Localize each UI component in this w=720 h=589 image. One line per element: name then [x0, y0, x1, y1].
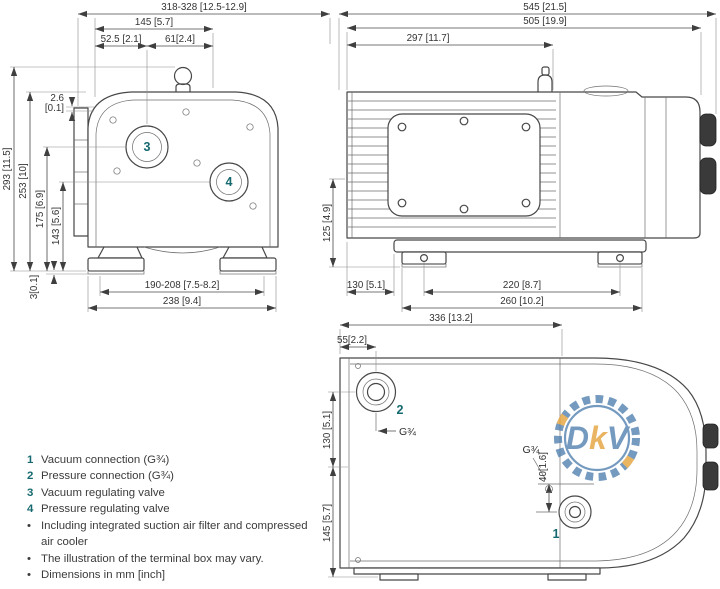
legend-note-units: • Dimensions in mm [inch] — [27, 567, 309, 583]
vacuum-connection-port — [558, 495, 592, 529]
legend-number: 3 — [27, 486, 34, 499]
side-view-dimensions: 545 [21.5] 505 [19.9] 297 [11.7] 125 [4.… — [322, 2, 717, 312]
foot-right — [222, 246, 268, 259]
front-view — [73, 66, 279, 275]
watermark-text: DkV — [566, 420, 631, 456]
dim-260: 260 [10.2] — [500, 296, 544, 307]
legend-text: Vacuum regulating valve — [41, 486, 165, 499]
bullet-icon: • — [27, 552, 31, 565]
legend-number: 2 — [27, 470, 34, 483]
callout-3: 3 — [144, 140, 151, 154]
dim-52-5: 52.5 [2.1] — [101, 34, 142, 45]
legend-item-pressure-valve: 4 Pressure regulating valve — [27, 501, 309, 517]
dim-505: 505 [19.9] — [523, 16, 567, 27]
dim-overall-width: 318-328 [12.5-12.9] — [161, 2, 247, 13]
legend-note-text: Including integrated suction air filter … — [41, 519, 308, 549]
dim-190-208: 190-208 [7.5-8.2] — [145, 280, 220, 291]
valve-knob-lower — [699, 157, 717, 195]
dim-145: 145 [5.7] — [135, 17, 173, 28]
foot-left — [97, 246, 143, 259]
pressure-regulating-valve — [209, 162, 249, 202]
dim-175: 175 [6.9] — [35, 190, 46, 228]
legend-note-filter-cooler: • Including integrated suction air filte… — [27, 518, 309, 551]
dim-130-port: 130 [5.1] — [322, 411, 333, 449]
dim-3: 3[0.1] — [29, 274, 40, 299]
bullet-icon: • — [27, 568, 31, 581]
port-view — [339, 357, 719, 581]
dim-125: 125 [4.9] — [322, 204, 333, 242]
dim-293: 293 [11.5] — [2, 147, 13, 190]
base-rail — [393, 239, 647, 253]
legend-item-pressure-connection: 2 Pressure connection (G¾) — [27, 468, 309, 484]
pressure-connection-port — [355, 371, 397, 413]
legend-number: 1 — [27, 454, 34, 466]
dim-2-6-inch: [0.1] — [45, 103, 64, 114]
pump-face-plate — [95, 99, 271, 247]
thread-label-pressure: G¾ — [399, 426, 416, 438]
legend: 1 Vacuum connection (G¾) 2 Pressure conn… — [27, 452, 309, 583]
callout-1: 1 — [553, 527, 560, 541]
legend-item-vacuum-connection: 1 Vacuum connection (G¾) — [27, 452, 309, 468]
dim-545: 545 [21.5] — [523, 2, 567, 13]
legend-note-terminal-box: • The illustration of the terminal box m… — [27, 551, 309, 567]
callout-4: 4 — [226, 175, 233, 189]
dim-297: 297 [11.7] — [407, 33, 450, 44]
legend-text: Pressure connection (G¾) — [41, 470, 174, 483]
dim-336: 336 [13.2] — [429, 313, 473, 324]
front-view-dimensions: 318-328 [12.5-12.9] 145 [5.7] 52.5 [2.1]… — [2, 2, 331, 312]
lifting-eye-base — [175, 83, 191, 92]
legend-number: 4 — [27, 503, 34, 516]
lifting-eye-icon — [173, 66, 193, 86]
callout-2: 2 — [397, 403, 404, 417]
legend-text: Vacuum connection (G¾) — [41, 454, 170, 466]
legend-note-text: Dimensions in mm [inch] — [41, 568, 166, 581]
access-plate — [387, 113, 541, 217]
dim-55: 55[2.2] — [337, 335, 367, 346]
dim-40: 40[1.6] — [538, 452, 549, 482]
pump-body-outline — [87, 91, 279, 248]
dim-61: 61[2.4] — [165, 34, 195, 45]
valve-knob-upper — [702, 423, 719, 449]
side-view — [346, 66, 717, 268]
valve-knob-upper — [699, 113, 717, 147]
dim-2-6-mm: 2.6 — [50, 93, 64, 104]
bullet-icon: • — [27, 519, 31, 532]
legend-text: Pressure regulating valve — [41, 503, 170, 516]
valve-knob-lower — [702, 461, 719, 491]
dim-145-port: 145 [5.7] — [322, 504, 333, 542]
dim-143: 143 [5.6] — [51, 207, 62, 245]
dim-253: 253 [10] — [18, 163, 29, 199]
port-view-dimensions: 336 [13.2] 55[2.2] G¾ 130 [5.1] 145 [5.7… — [322, 313, 594, 578]
legend-item-vacuum-valve: 3 Vacuum regulating valve — [27, 485, 309, 501]
dim-238: 238 [9.4] — [163, 296, 201, 307]
legend-note-text: The illustration of the terminal box may… — [41, 552, 264, 565]
dkv-watermark-logo: DkV — [554, 395, 640, 481]
dim-220: 220 [8.7] — [503, 280, 541, 291]
base-strip — [353, 567, 601, 575]
top-connector — [537, 74, 553, 92]
thread-label-vacuum: G¾ — [523, 444, 540, 456]
dim-130-side: 130 [5.1] — [347, 280, 385, 291]
